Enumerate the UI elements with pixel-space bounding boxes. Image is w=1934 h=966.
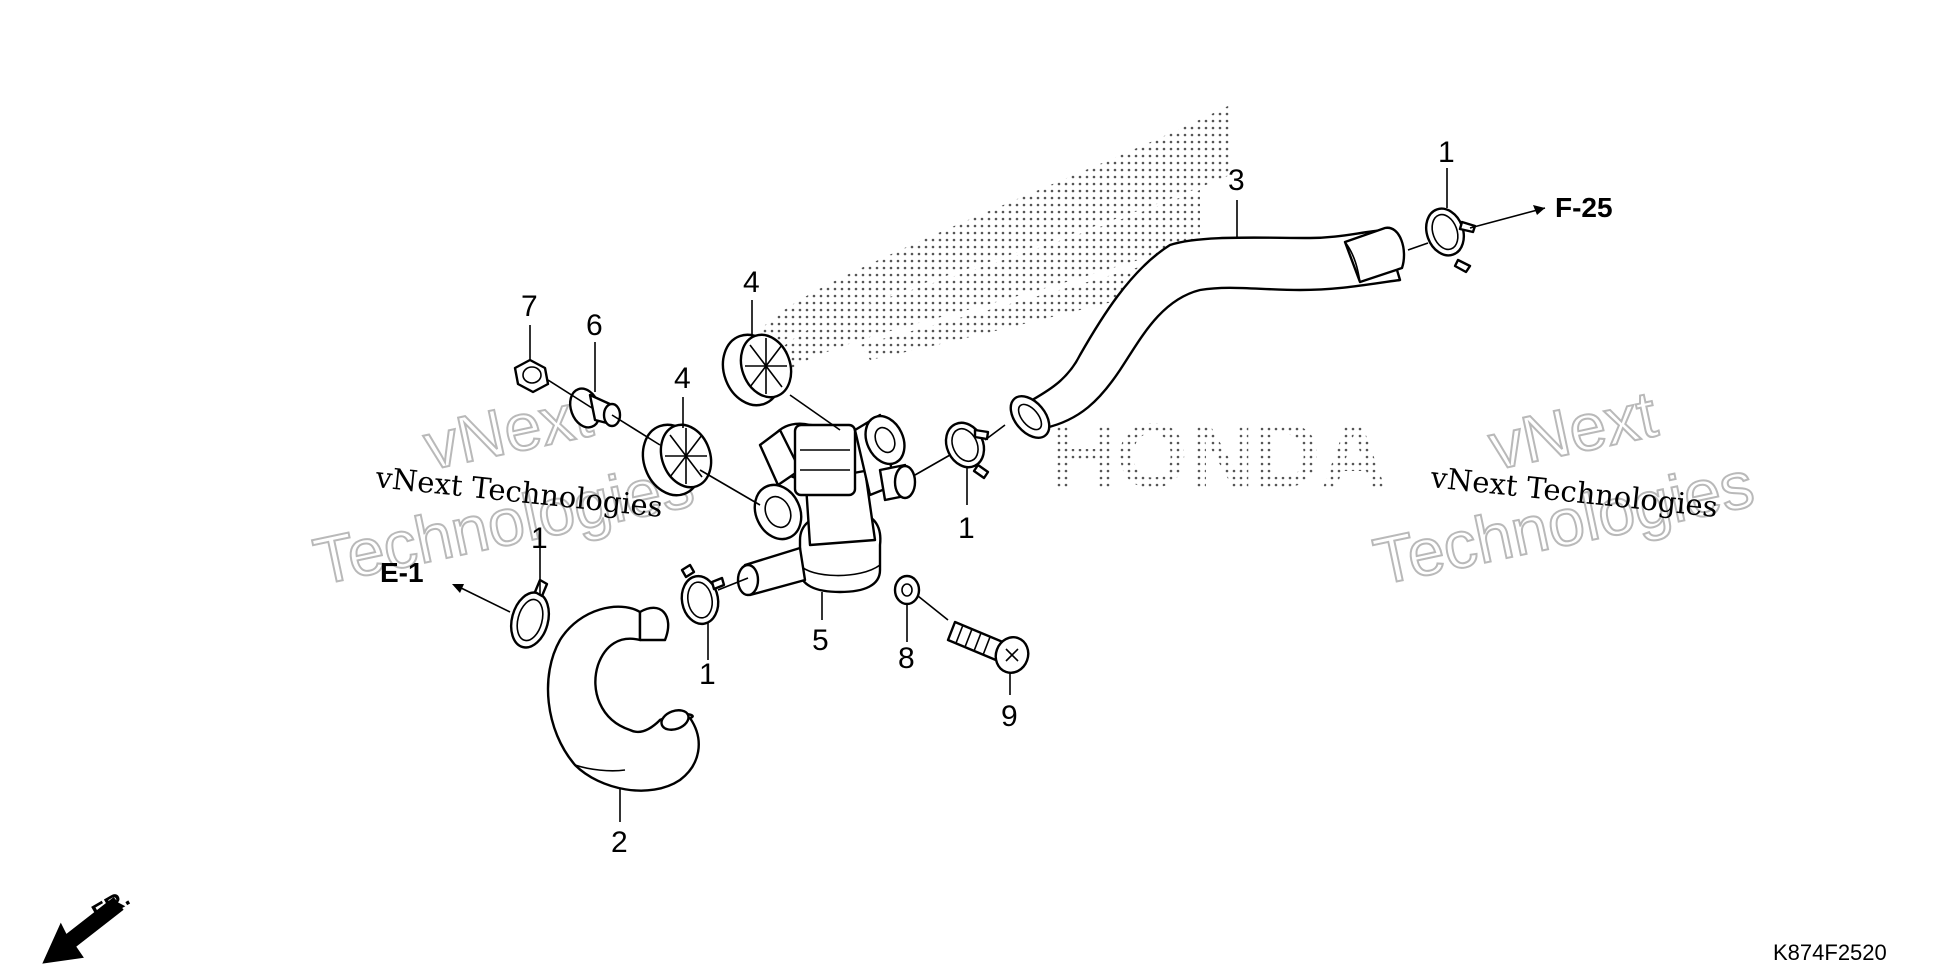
part-2-hose [546,605,700,792]
part-1-clamp-mid [944,421,990,480]
callouts: 1 3 4 4 7 6 1 1 1 5 8 9 2 [521,136,1455,859]
watermark-left: vNext Technologies vNext Technologies [307,375,701,599]
part-1-clamp-bottom [680,563,726,626]
part-9-bolt [946,620,1030,674]
watermark-left-big-2: Technologies [308,446,700,598]
callout-6: 6 [586,309,603,342]
callout-1-bottom: 1 [699,658,716,691]
callout-1-top: 1 [1438,136,1455,169]
part-4-grommet-upper [721,333,793,407]
part-3-hose [1009,226,1406,439]
ref-f-25: F-25 [1555,192,1613,223]
leader-lines [452,168,1546,822]
callout-4-lower: 4 [674,362,691,395]
part-1-clamp-upper-right [1424,207,1477,274]
callout-3: 3 [1228,164,1245,197]
callout-7: 7 [521,290,538,323]
part-8-washer [893,574,921,606]
callout-9: 9 [1001,700,1018,733]
callout-5: 5 [812,624,829,657]
callout-2: 2 [611,826,628,859]
part-1-clamp-left [509,578,551,649]
honda-logo-text: HONDA [1050,405,1387,507]
callout-1-left: 1 [531,522,548,555]
part-4-grommet-lower [641,423,713,497]
callout-8: 8 [898,642,915,675]
honda-wing-background: HONDA [760,105,1387,507]
part-7-nut [513,358,550,394]
callout-4-upper: 4 [743,266,760,299]
callout-1-mid: 1 [958,512,975,545]
part-5-valve [736,413,917,597]
front-direction-arrow: FR. [42,884,134,964]
diagram-code: K874F2520 [1773,940,1887,965]
watermark-right: vNext Technologies vNext Technologies [1367,375,1761,599]
ref-e-1: E-1 [380,557,424,588]
